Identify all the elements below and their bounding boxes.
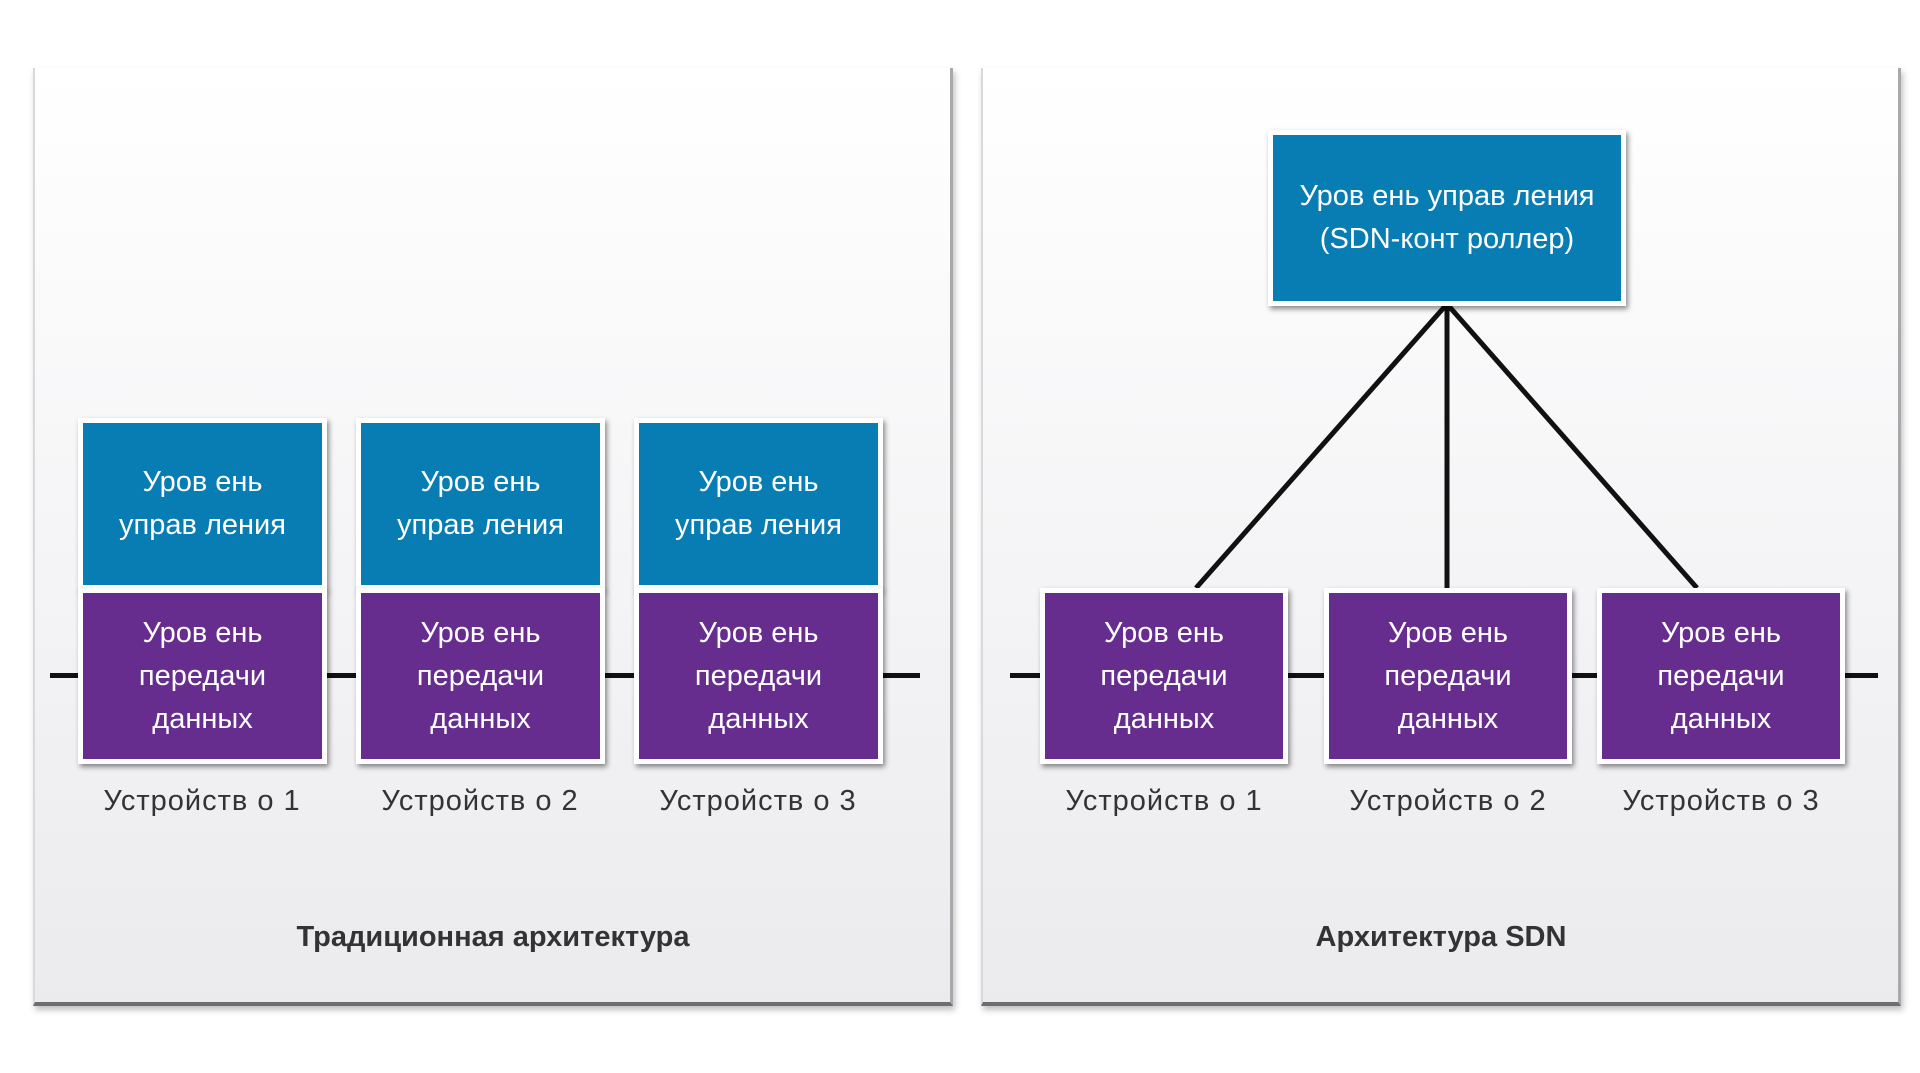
data-plane-label: Уров ень передачи данных xyxy=(138,616,267,735)
data-plane-label: Уров ень передачи данных xyxy=(416,616,545,735)
sdn-data-plane-box-1: Уров ень передачи данных xyxy=(1040,588,1288,764)
data-plane-label: Уров ень передачи данных xyxy=(1100,616,1228,735)
sdn-data-plane-box-3: Уров ень передачи данных xyxy=(1597,588,1845,764)
sdn-data-plane-box-2: Уров ень передачи данных xyxy=(1324,588,1572,764)
sdn-device-label-1: Устройств о 1 xyxy=(1065,785,1263,817)
device-label-3: Устройств о 3 xyxy=(659,785,857,817)
data-plane-label: Уров ень передачи данных xyxy=(1384,616,1512,735)
data-plane-label: Уров ень передачи данных xyxy=(694,616,823,735)
sdn-architecture-caption: Архитектура SDN xyxy=(1315,921,1567,953)
device-label-2: Устройств о 2 xyxy=(381,785,579,817)
control-plane-label: Уров ень управ ления xyxy=(119,466,286,541)
data-plane-box-3: Уров ень передачи данных xyxy=(634,588,883,764)
data-plane-box-2: Уров ень передачи данных xyxy=(356,588,605,764)
control-plane-label: Уров ень управ ления xyxy=(397,466,564,541)
sdn-device-label-2: Устройств о 2 xyxy=(1349,785,1547,817)
control-plane-label: Уров ень управ ления xyxy=(675,466,842,541)
sdn-device-label-3: Устройств о 3 xyxy=(1622,785,1820,817)
device-label-1: Устройств о 1 xyxy=(103,785,301,817)
sdn-controller-label: Уров ень управ ления (SDN-конт роллер) xyxy=(1299,180,1595,255)
traditional-architecture-caption: Традиционная архитектура xyxy=(296,921,690,953)
control-plane-box-2: Уров ень управ ления xyxy=(356,418,605,590)
sdn-controller-box: Уров ень управ ления (SDN-конт роллер) xyxy=(1268,130,1626,306)
control-plane-box-1: Уров ень управ ления xyxy=(78,418,327,590)
data-plane-box-1: Уров ень передачи данных xyxy=(78,588,327,764)
control-plane-box-3: Уров ень управ ления xyxy=(634,418,883,590)
data-plane-label: Уров ень передачи данных xyxy=(1657,616,1785,735)
